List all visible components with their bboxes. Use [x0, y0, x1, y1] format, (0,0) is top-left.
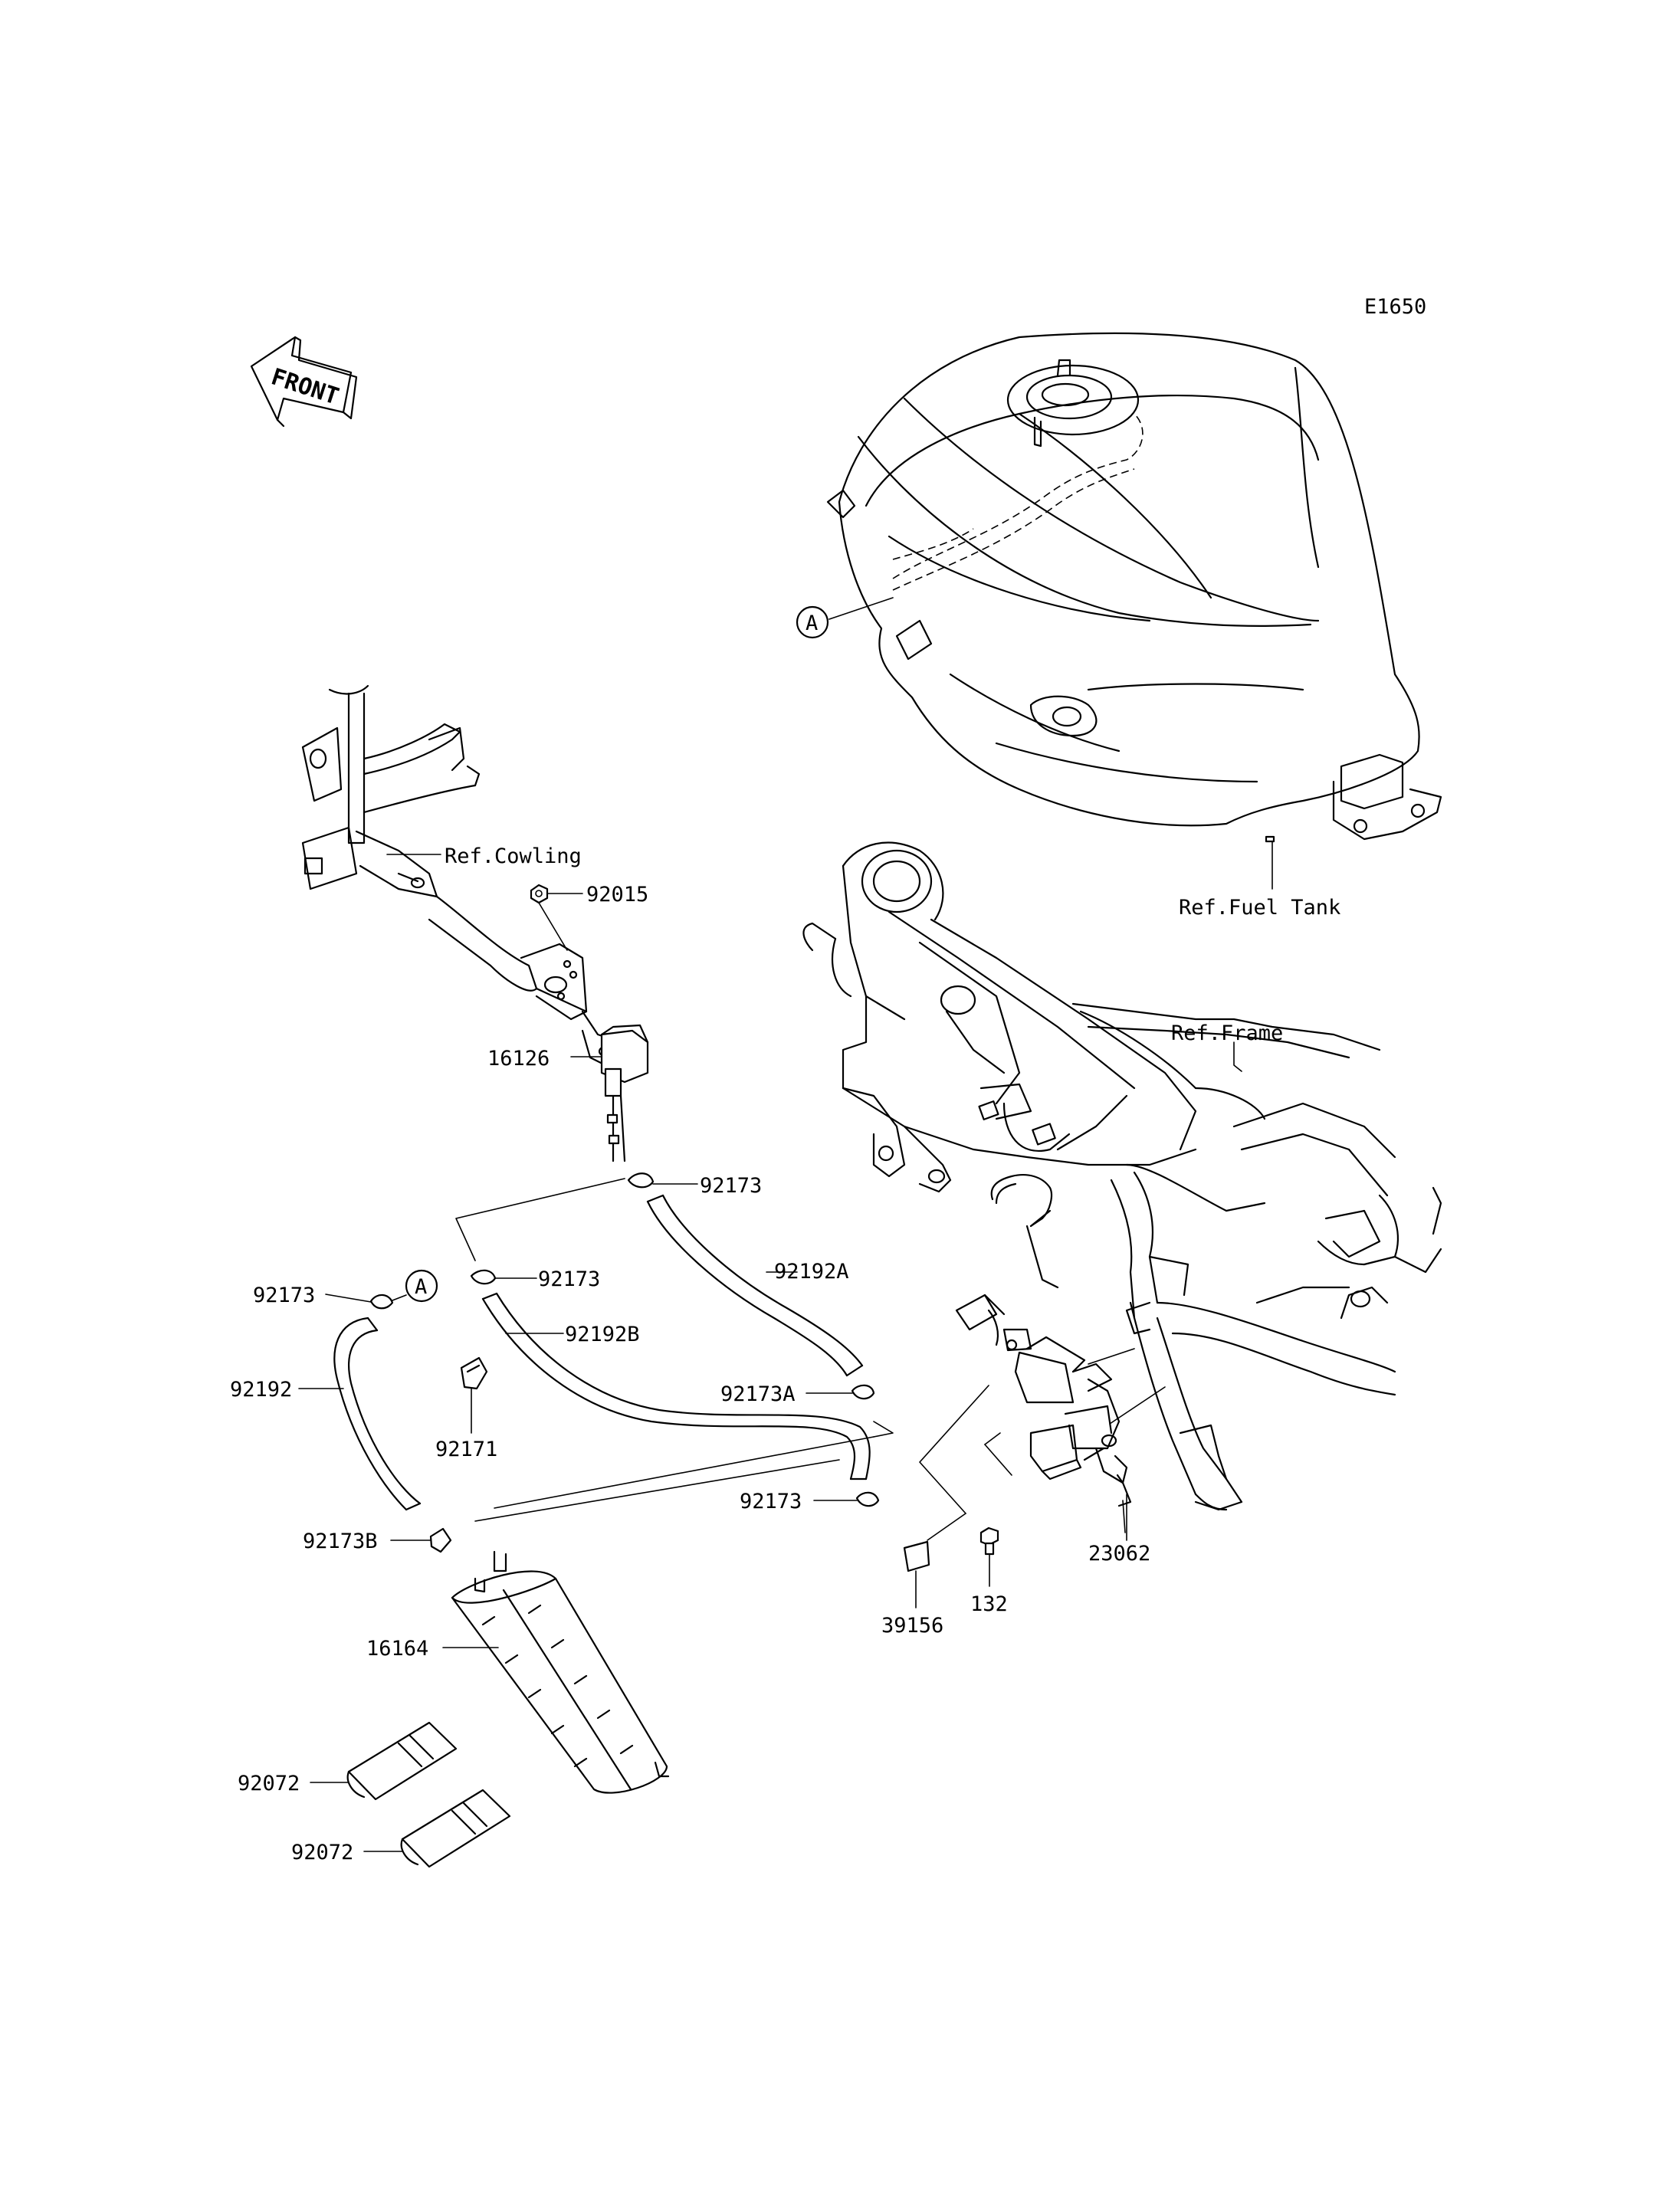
- part-92173B-clip: [390, 1527, 452, 1553]
- part-92015-label: 92015: [586, 883, 648, 907]
- part-92072-upper-label: 92072: [238, 1772, 300, 1795]
- connector-marker-a-hose: A: [405, 1269, 438, 1303]
- part-92173-top-clip: [627, 1172, 698, 1189]
- part-23062-solenoid-assembly: [955, 1294, 1166, 1541]
- part-92192A-label: 92192A: [774, 1260, 849, 1284]
- part-16126-label: 16126: [487, 1047, 550, 1071]
- part-92072-lower-label: 92072: [291, 1841, 353, 1864]
- part-92072-band-lower: [363, 1789, 511, 1868]
- frame-drawing: [802, 841, 1442, 1511]
- part-92171-label: 92171: [435, 1438, 497, 1461]
- diagram-code: E1650: [1364, 295, 1426, 319]
- part-92173A-label: 92173A: [720, 1382, 796, 1406]
- front-direction-arrow-icon: FRONT: [250, 336, 358, 428]
- part-92192-hose: [298, 1317, 422, 1511]
- part-92173-low-clip: [813, 1491, 880, 1507]
- part-23062-label: 23062: [1088, 1542, 1150, 1566]
- part-92192-label: 92192: [230, 1378, 292, 1402]
- part-92192B-hose: [481, 1292, 871, 1481]
- connector-marker-a-tank: A: [796, 605, 829, 639]
- part-92072-band-upper: [310, 1721, 458, 1801]
- connector-marker-a-hose-text: A: [415, 1275, 427, 1299]
- ref-frame-label: Ref.Frame: [1171, 1021, 1283, 1045]
- connector-marker-a-tank-text: A: [806, 612, 818, 635]
- part-92192B-label: 92192B: [565, 1323, 640, 1346]
- part-132-bolt: [979, 1526, 999, 1587]
- part-132-label: 132: [970, 1592, 1008, 1616]
- part-92173-left-clip: [325, 1294, 407, 1310]
- part-92173-mid-clip: [470, 1269, 537, 1285]
- part-92173-mid-label: 92173: [538, 1267, 600, 1291]
- cowling-bracket-drawing: [301, 684, 630, 1071]
- part-92171-clamp: [460, 1356, 488, 1434]
- part-92173B-label: 92173B: [303, 1530, 378, 1553]
- fuel-tank-drawing: [826, 332, 1442, 890]
- ref-cowling-label: Ref.Cowling: [445, 844, 582, 868]
- part-39156-spacer: [903, 1540, 930, 1608]
- part-92173-low-label: 92173: [740, 1490, 802, 1513]
- part-92173A-clip: [806, 1384, 875, 1400]
- part-39156-label: 39156: [881, 1614, 943, 1638]
- part-16164-label: 16164: [366, 1637, 428, 1661]
- part-92015-nut: [530, 884, 583, 951]
- part-16126-valve: [570, 1024, 649, 1162]
- part-16164-canister: [442, 1550, 670, 1794]
- ref-fuel-tank-label: Ref.Fuel Tank: [1179, 896, 1340, 920]
- part-92173-left-label: 92173: [253, 1284, 315, 1307]
- part-92173-top-label: 92173: [700, 1174, 762, 1198]
- part-92192A-hose: [646, 1194, 864, 1377]
